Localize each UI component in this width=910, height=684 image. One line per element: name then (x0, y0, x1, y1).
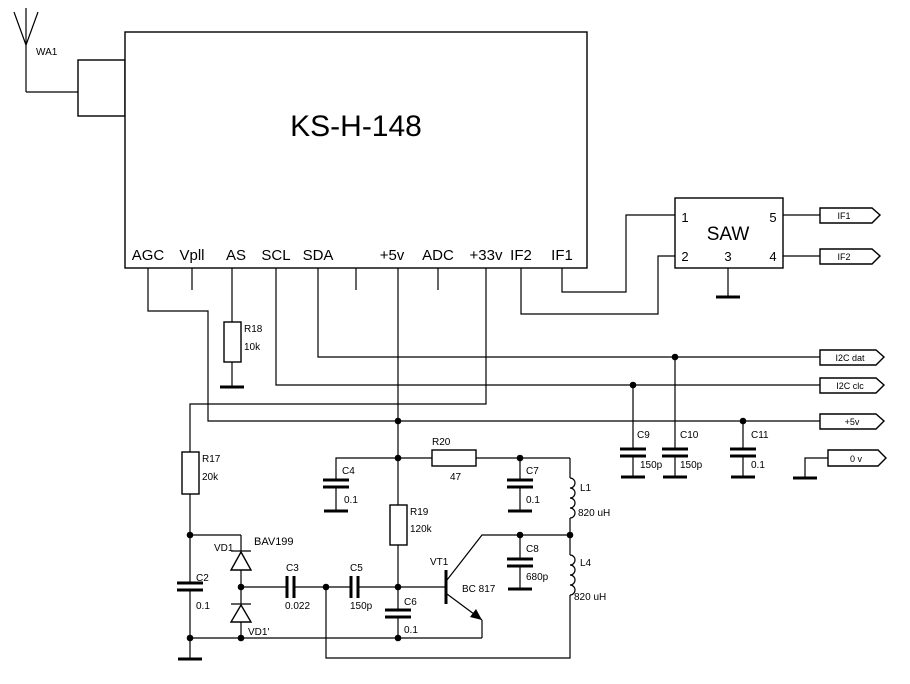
capacitor-c2: C2 0.1 (177, 573, 210, 661)
svg-text:1: 1 (681, 210, 688, 225)
svg-text:47: 47 (450, 472, 462, 483)
port-if1: IF1 (837, 211, 850, 221)
svg-text:0.1: 0.1 (344, 495, 358, 506)
svg-text:C4: C4 (342, 466, 355, 477)
svg-text:R18: R18 (244, 324, 263, 335)
pin-if2: IF2 (510, 247, 532, 264)
svg-text:C10: C10 (680, 430, 699, 441)
antenna-wa1: WA1 (13, 8, 78, 93)
pin-agc: AGC (132, 247, 165, 264)
svg-text:0.1: 0.1 (751, 460, 765, 471)
resistor-r19: R19 120k (389, 504, 433, 609)
antenna-label: WA1 (36, 47, 58, 58)
svg-text:R19: R19 (410, 507, 429, 518)
svg-text:R20: R20 (432, 437, 451, 448)
saw-filter: SAW 1 2 3 4 5 (674, 197, 784, 299)
svg-text:0.1: 0.1 (196, 601, 210, 612)
module-title: KS-H-148 (290, 110, 422, 143)
pin-33v: +33v (470, 247, 503, 264)
feedback-wire (325, 587, 571, 659)
capacitor-c7: C7 0.1 (507, 458, 540, 513)
capacitor-c5: C5 150p (349, 563, 398, 612)
svg-text:C2: C2 (196, 573, 209, 584)
capacitor-c6: C6 0.1 (385, 597, 418, 638)
svg-text:R17: R17 (202, 454, 221, 465)
svg-text:C11: C11 (751, 430, 769, 441)
capacitor-c9: C9 150p (620, 385, 663, 479)
transistor-vt1: VT1 BC 817 (398, 534, 570, 638)
svg-text:820 uH: 820 uH (578, 508, 610, 519)
capacitor-c4: C4 0.1 (323, 457, 398, 513)
pin-adc: ADC (422, 247, 454, 264)
bus-wiring (147, 268, 828, 505)
port-if2: IF2 (837, 252, 850, 262)
port-5v: +5v (845, 417, 860, 427)
port-0v: 0 v (850, 454, 863, 464)
svg-text:20k: 20k (202, 472, 219, 483)
svg-text:C9: C9 (637, 430, 650, 441)
resistor-r17: R17 20k (181, 451, 221, 582)
pin-scl: SCL (261, 247, 290, 264)
capacitor-c10: C10 150p (662, 357, 703, 479)
pin-as: AS (226, 247, 246, 264)
port-i2c-dat: I2C dat (835, 353, 865, 363)
inductor-l4: L4 820 uH (569, 554, 606, 610)
tuner-module: KS-H-148 AGC Vpll AS SCL SDA +5v ADC +33… (77, 31, 588, 269)
pin-sda: SDA (303, 247, 334, 264)
resistor-r20: R20 47 (398, 437, 570, 483)
svg-text:0.1: 0.1 (404, 625, 418, 636)
svg-text:0.022: 0.022 (285, 601, 310, 612)
svg-text:VD1': VD1' (248, 627, 269, 638)
svg-text:0.1: 0.1 (526, 495, 540, 506)
saw-title: SAW (707, 224, 750, 245)
svg-text:L4: L4 (580, 558, 592, 569)
svg-text:BAV199: BAV199 (254, 536, 294, 548)
junction-dots (186, 353, 747, 642)
port-i2c-clc: I2C clc (836, 381, 864, 391)
svg-text:VD1: VD1 (214, 543, 234, 554)
svg-text:L1: L1 (580, 483, 592, 494)
svg-text:C8: C8 (526, 544, 539, 555)
svg-text:4: 4 (769, 249, 776, 264)
svg-text:C6: C6 (404, 597, 417, 608)
svg-text:150p: 150p (640, 460, 663, 471)
svg-text:820 uH: 820 uH (574, 592, 606, 603)
if-wiring (520, 214, 820, 315)
svg-text:C7: C7 (526, 466, 539, 477)
svg-text:VT1: VT1 (430, 557, 449, 568)
ground-rail (190, 586, 482, 639)
svg-text:680p: 680p (526, 572, 549, 583)
output-ports: IF1 IF2 I2C dat I2C clc +5v 0 v (819, 207, 887, 467)
svg-text:5: 5 (769, 210, 776, 225)
svg-text:150p: 150p (350, 601, 373, 612)
capacitor-c11: C11 0.1 (730, 421, 769, 479)
pin-if1: IF1 (551, 247, 573, 264)
capacitor-c3: C3 0.022 (285, 563, 350, 612)
svg-text:3: 3 (724, 249, 731, 264)
diode-vd1: VD1 BAV199 VD1' (190, 534, 294, 638)
svg-text:C5: C5 (350, 563, 363, 574)
capacitor-c8: C8 680p (507, 535, 549, 591)
svg-text:120k: 120k (410, 524, 433, 535)
svg-text:2: 2 (681, 249, 688, 264)
pin-vpll: Vpll (179, 247, 204, 264)
svg-text:150p: 150p (680, 460, 703, 471)
svg-text:C3: C3 (286, 563, 299, 574)
svg-text:10k: 10k (244, 342, 261, 353)
pin-5v: +5v (380, 247, 405, 264)
svg-text:BC 817: BC 817 (462, 584, 496, 595)
resistor-r18: R18 10k (220, 268, 263, 389)
inductor-l1: L1 820 uH (569, 458, 610, 555)
